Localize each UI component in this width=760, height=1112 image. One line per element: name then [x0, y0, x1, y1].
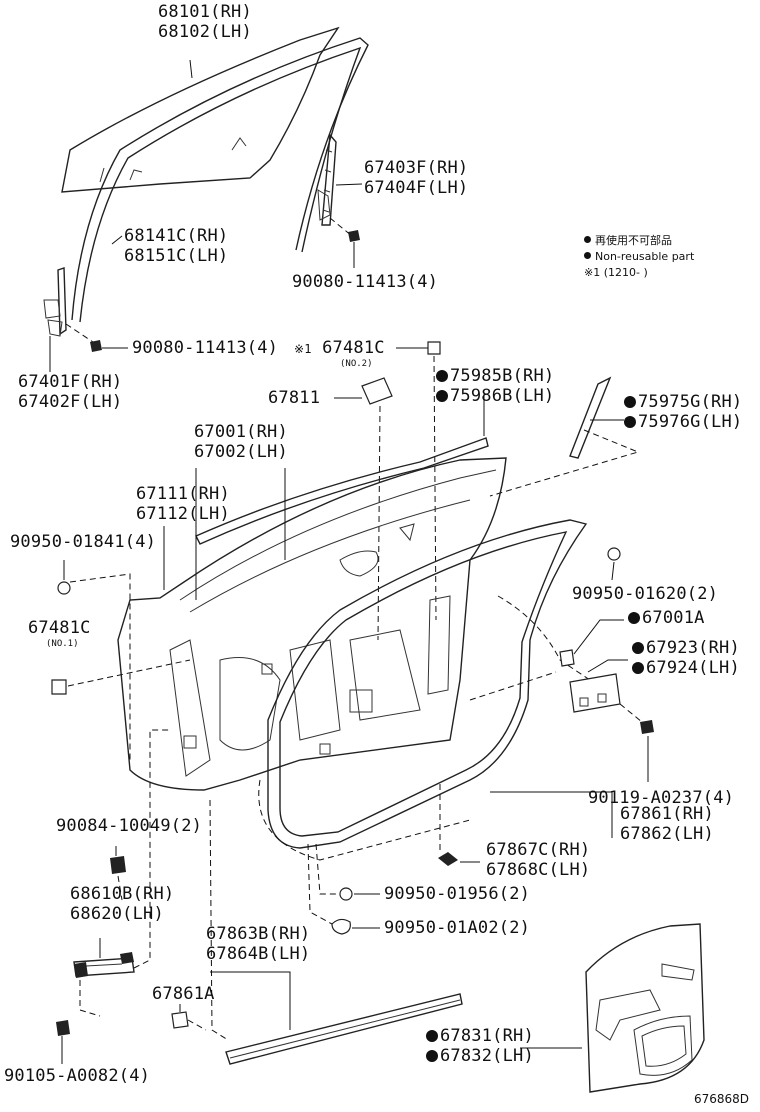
- note-mark-label: ※1 67481C: [294, 338, 385, 358]
- pillar-molding-drawing: [489, 376, 640, 497]
- bolt-a-label: 90080-11413(4): [292, 272, 439, 292]
- non-reusable-dot-icon: [436, 390, 448, 402]
- no1-label: (NO.1): [46, 639, 79, 649]
- regulator-front-lh-label: 67402F(LH): [18, 392, 123, 412]
- legend-en: Non-reusable part: [584, 250, 694, 264]
- run-rh-label: 68141C(RH): [124, 226, 229, 246]
- rear-regulator-drawing: [317, 133, 363, 268]
- clip-b-label: 90950-01620(2): [572, 584, 719, 604]
- non-reusable-dot-icon: [624, 416, 636, 428]
- glass-rh-label: 68101(RH): [158, 2, 252, 22]
- door-weatherstrip-drawing: [258, 519, 621, 861]
- non-reusable-dot-icon: [436, 370, 448, 382]
- non-reusable-marker-icon: [584, 252, 591, 259]
- door-lh-label: 67002(LH): [194, 442, 288, 462]
- frame-lh-label: 67112(LH): [136, 504, 230, 524]
- no2-label: (NO.2): [340, 359, 373, 369]
- cushion-no1-label: 67481C: [28, 618, 91, 638]
- non-reusable-marker-icon: [584, 236, 591, 243]
- molding-rh-label: 75975G(RH): [624, 392, 742, 412]
- protector-drawing: [469, 659, 654, 782]
- weatherstrip-lh-label: 67862(LH): [620, 824, 714, 844]
- non-reusable-dot-icon: [632, 662, 644, 674]
- service-lh-label: 67832(LH): [426, 1046, 534, 1066]
- front-regulator-drawing: [43, 267, 128, 372]
- protector-lh-label: 67924(LH): [632, 658, 740, 678]
- regulator-front-rh-label: 67401F(RH): [18, 372, 123, 392]
- frame-rh-label: 67111(RH): [136, 484, 230, 504]
- plug-a-label: 90950-01956(2): [384, 884, 531, 904]
- bolt-b-label: 90080-11413(4): [132, 338, 279, 358]
- lower-strip-drawing: [171, 799, 463, 1065]
- door-panel-drawing: [117, 457, 507, 791]
- belt-weatherstrip-drawing: [195, 392, 489, 545]
- non-reusable-dot-icon: [426, 1050, 438, 1062]
- non-reusable-dot-icon: [426, 1030, 438, 1042]
- screw-a-label: 90119-A0237(4): [588, 788, 735, 808]
- glass-lh-label: 68102(LH): [158, 22, 252, 42]
- left-clip-drawing: [51, 560, 191, 760]
- check-rh-label: 68610B(RH): [70, 884, 175, 904]
- weather-lh-label: 75986B(LH): [436, 386, 554, 406]
- lower-strip-rh-label: 67863B(RH): [206, 924, 311, 944]
- screw-b-label: 90105-A0082(4): [4, 1066, 151, 1086]
- regulator-rear-lh-label: 67404F(LH): [364, 178, 469, 198]
- bolt-c-label: 90084-10049(2): [56, 816, 203, 836]
- run-lh-label: 68151C(LH): [124, 246, 229, 266]
- weather-rh-label: 75985B(RH): [436, 366, 554, 386]
- clip-strip-lh-label: 67868C(LH): [486, 860, 591, 880]
- plug-drawing: [307, 780, 480, 935]
- legend-note: ※1 (1210- ): [584, 266, 648, 279]
- pad-label: 67811: [268, 388, 321, 408]
- non-reusable-dot-icon: [628, 612, 640, 624]
- weatherstrip-rh-label: 67861(RH): [620, 804, 714, 824]
- lower-strip-lh-label: 67864B(LH): [206, 944, 311, 964]
- cushion-no2-drawing: [396, 341, 441, 621]
- sub-panel-clip-drawing: [559, 619, 624, 667]
- figure-code: 676868D: [694, 1092, 750, 1106]
- clip-01620-drawing: [607, 547, 621, 581]
- service-rh-label: 67831(RH): [426, 1026, 534, 1046]
- clip-a-label: 90950-01841(4): [10, 532, 157, 552]
- molding-lh-label: 75976G(LH): [624, 412, 742, 432]
- protector-rh-label: 67923(RH): [632, 638, 740, 658]
- pad-drawing: [334, 377, 393, 641]
- legend-jp: 再使用不可部品: [584, 234, 672, 248]
- non-reusable-dot-icon: [624, 396, 636, 408]
- plug-b-label: 90950-01A02(2): [384, 918, 531, 938]
- door-glass-drawing: [61, 26, 340, 193]
- service-cover-drawing: [520, 923, 705, 1093]
- regulator-rear-rh-label: 67403F(RH): [364, 158, 469, 178]
- door-check-drawing: [56, 729, 170, 1064]
- sub-panel-label: 67001A: [628, 608, 705, 628]
- clip-strip-rh-label: 67867C(RH): [486, 840, 591, 860]
- door-rh-label: 67001(RH): [194, 422, 288, 442]
- non-reusable-dot-icon: [632, 642, 644, 654]
- check-lh-label: 68620(LH): [70, 904, 164, 924]
- strip-a-label: 67861A: [152, 984, 215, 1004]
